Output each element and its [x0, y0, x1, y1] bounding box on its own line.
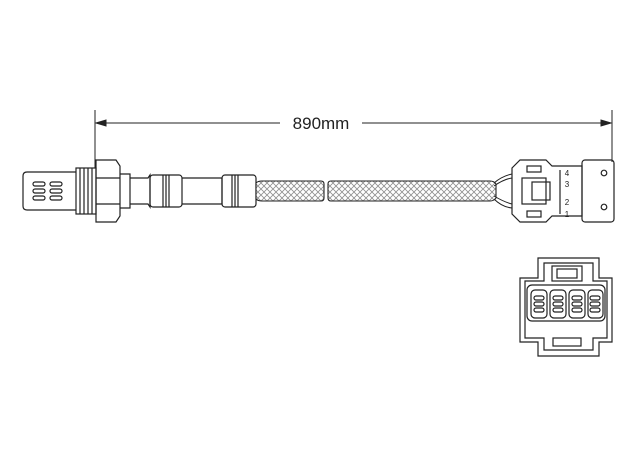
terminal-cavity — [587, 289, 604, 319]
hex-nut-body — [95, 159, 121, 223]
probe-slot — [49, 181, 63, 187]
body-neck — [130, 173, 151, 209]
front-key — [552, 337, 582, 347]
connector-tab-bottom — [526, 210, 542, 218]
dimension-line — [94, 110, 613, 168]
probe-slot — [32, 195, 46, 201]
sensor-probe-tip — [22, 171, 76, 211]
front-housing-outer — [519, 257, 613, 357]
terminal-cavity — [530, 289, 548, 319]
connector-latch-frame — [521, 177, 547, 205]
connector-wires — [493, 173, 513, 209]
probe-shield — [22, 171, 76, 211]
pin-label-3: 3 — [565, 180, 570, 189]
connector-screw-bottom — [600, 203, 608, 211]
front-pin-block — [526, 284, 606, 322]
braided-cable — [255, 180, 497, 202]
pin-label-2: 2 — [565, 198, 570, 207]
connector-tab-top — [526, 165, 542, 173]
connector-pin-labels: 1 2 3 4 — [565, 169, 570, 219]
pin-label-4: 4 — [565, 169, 570, 178]
sensor-body — [120, 173, 257, 209]
thread-body — [75, 167, 97, 215]
sensor-hex-nut — [95, 159, 121, 223]
probe-slot — [49, 188, 63, 194]
body-grommet — [221, 174, 257, 208]
arrowhead-right — [600, 119, 613, 127]
body-shoulder — [120, 173, 131, 209]
connector-latch — [531, 181, 551, 201]
body-boot — [182, 177, 223, 205]
probe-slot — [49, 195, 63, 201]
connector-screw-top — [600, 169, 608, 177]
connector-front-view — [519, 257, 613, 357]
terminal-cavity — [549, 289, 567, 319]
arrowhead-left — [94, 119, 107, 127]
length-label: 890mm — [293, 114, 350, 133]
cable-segment-right — [327, 180, 497, 202]
connector-side-view — [511, 159, 615, 223]
front-latch-window — [551, 265, 583, 282]
probe-slot — [32, 188, 46, 194]
pin-label-1: 1 — [565, 210, 570, 219]
front-housing-inner — [524, 262, 608, 351]
probe-slot — [32, 181, 46, 187]
sensor-thread — [75, 167, 97, 215]
terminal-cavity — [568, 289, 586, 319]
front-latch — [556, 268, 578, 279]
connector-cap — [581, 159, 615, 223]
cable-segment-left — [255, 180, 325, 202]
